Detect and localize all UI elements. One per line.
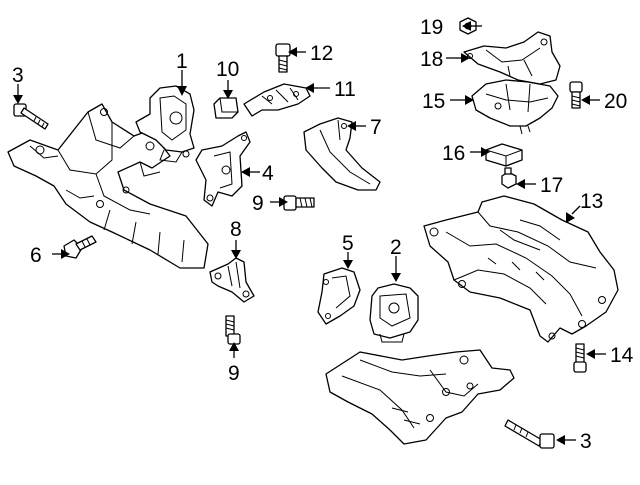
- part-15-lower-bracket: [471, 79, 559, 135]
- callout-10: 10: [216, 58, 239, 81]
- callout-17: 17: [540, 174, 563, 197]
- left-subframe: [7, 103, 209, 269]
- callout-7: 7: [370, 116, 382, 139]
- part-10-cap: [213, 97, 239, 119]
- part-4-bracket: [195, 131, 251, 207]
- callout-9-upper: 9: [252, 192, 264, 215]
- part-11-heat-shield: [243, 83, 311, 117]
- part-5-bracket: [317, 267, 361, 325]
- right-subframe: [325, 349, 515, 445]
- part-12-bolt: [275, 43, 291, 73]
- part-9-stud-lower: [225, 315, 241, 345]
- part-8-bracket: [209, 257, 255, 303]
- part-2-engine-mount: [369, 283, 419, 343]
- callout-5: 5: [342, 232, 354, 255]
- callout-1: 1: [176, 50, 188, 73]
- callout-11: 11: [334, 78, 356, 101]
- callout-9-lower: 9: [228, 362, 240, 385]
- callout-3-lower: 3: [580, 430, 592, 453]
- callout-3-upper: 3: [12, 64, 24, 87]
- callout-8: 8: [230, 218, 242, 241]
- callout-20: 20: [604, 90, 627, 113]
- callout-2: 2: [390, 236, 402, 259]
- callout-16: 16: [442, 142, 465, 165]
- callout-labels: 1 2 3 3 4 5 6 7 8 9 9 10 11 12 13 14 15 …: [12, 16, 634, 453]
- part-7-shield-bracket: [303, 117, 381, 191]
- part-13-crossmember: [423, 195, 619, 343]
- callout-15: 15: [422, 90, 445, 113]
- part-17-bolt: [501, 167, 517, 189]
- callout-14: 14: [610, 344, 634, 367]
- part-6-bolt: [63, 235, 97, 259]
- part-18-upper-bracket: [463, 31, 561, 85]
- part-16-pad: [485, 143, 523, 167]
- callout-12: 12: [310, 42, 333, 65]
- callout-6: 6: [30, 244, 42, 267]
- callout-18: 18: [420, 48, 443, 71]
- part-20-bolt: [569, 81, 583, 109]
- part-3-bolt-lower: [504, 419, 555, 449]
- callout-4: 4: [262, 162, 274, 185]
- part-14-bolt: [573, 343, 587, 373]
- leader-lines: [13, 21, 606, 445]
- callout-19: 19: [420, 16, 443, 39]
- part-9-bolt-upper: [283, 195, 315, 211]
- part-1-engine-mount: [135, 85, 195, 163]
- part-3-bolt-upper: [13, 103, 49, 130]
- callout-13: 13: [580, 190, 603, 213]
